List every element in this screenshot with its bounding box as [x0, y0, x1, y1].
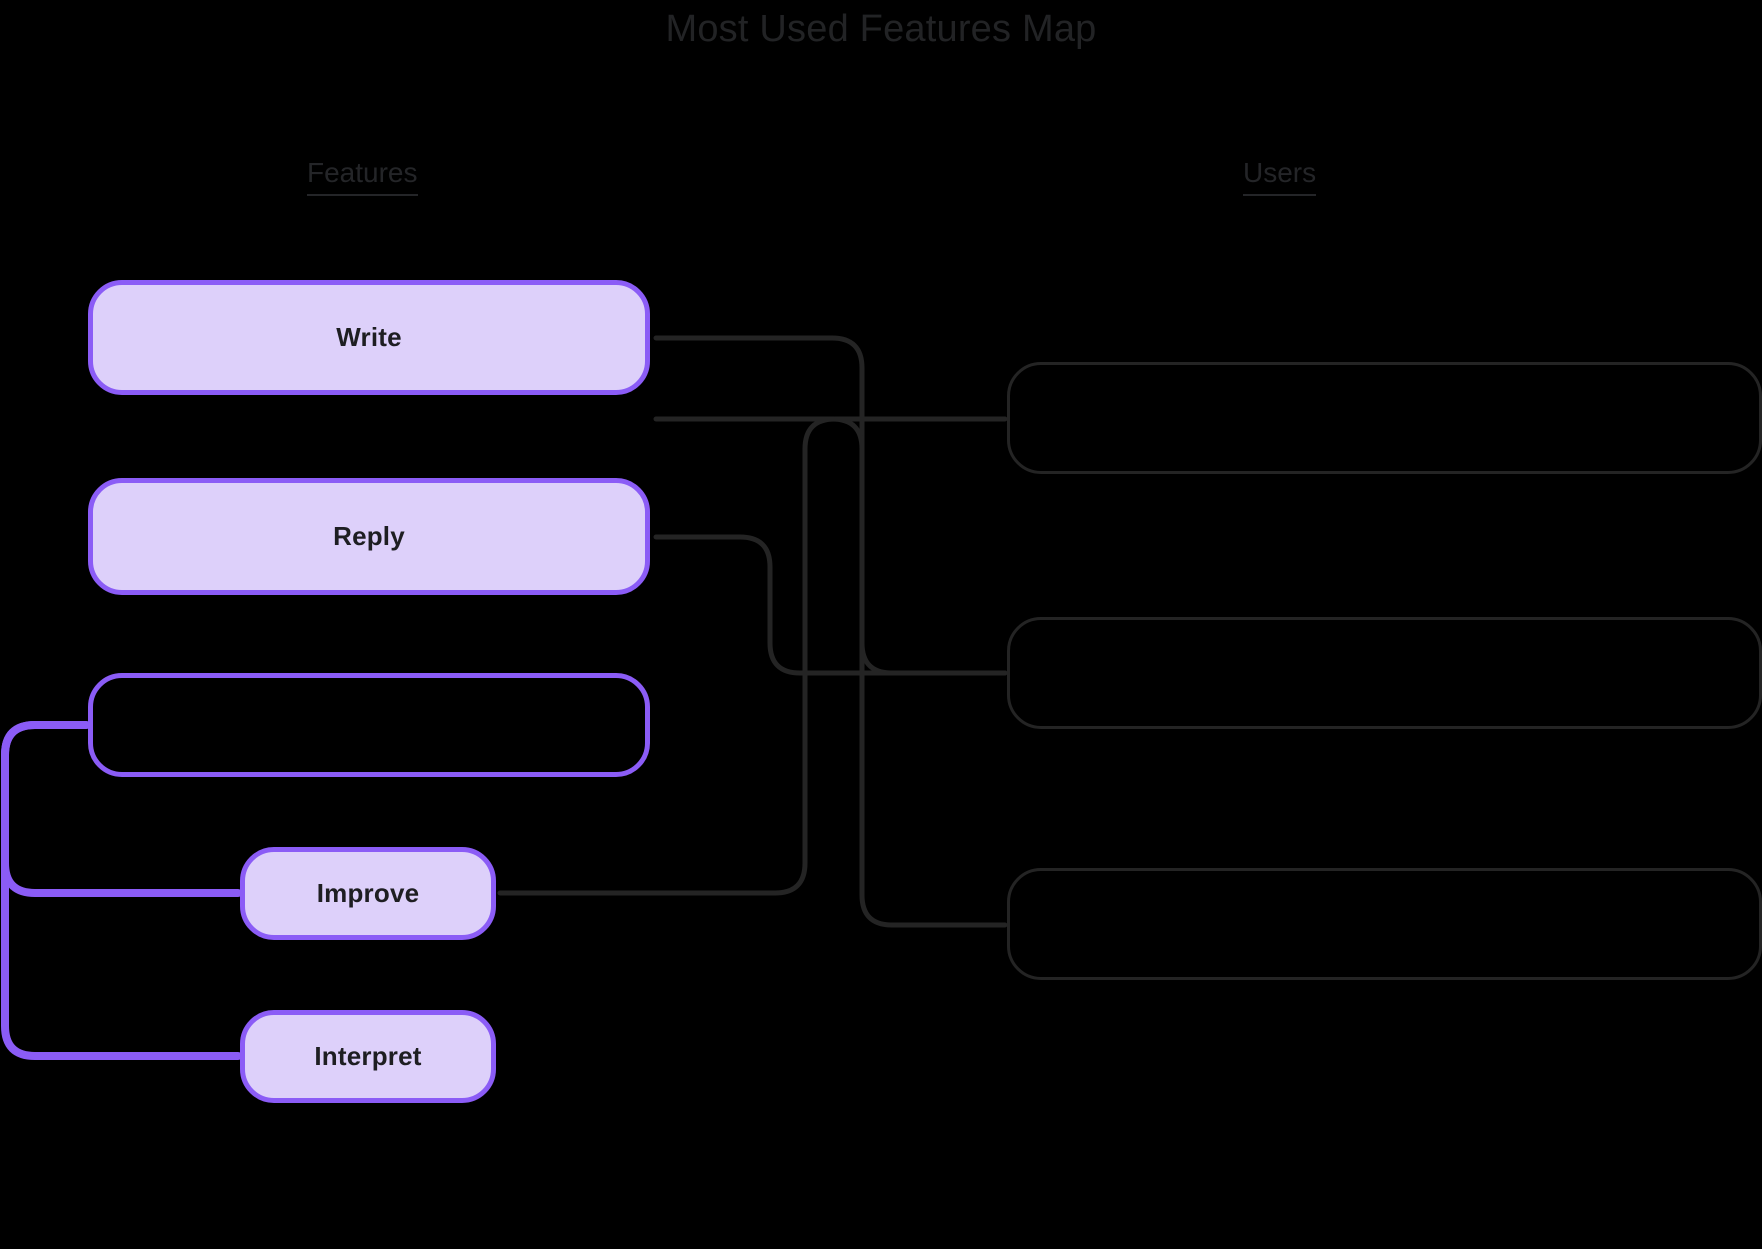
link-unlabeled-to-user3	[653, 416, 1008, 928]
column-header-users: Users	[1243, 157, 1317, 196]
feature-node-write[interactable]: Write	[88, 280, 650, 395]
page-title: Most Used Features Map	[665, 8, 1097, 50]
feature-node-interpret[interactable]: Interpret	[240, 1010, 496, 1103]
feature-node-interpret-label: Interpret	[314, 1041, 422, 1071]
feature-node-reply[interactable]: Reply	[88, 478, 650, 595]
user-node-1[interactable]	[1007, 362, 1762, 474]
column-header-features: Features	[307, 157, 418, 196]
feature-node-reply-label: Reply	[333, 521, 405, 551]
user-node-3[interactable]	[1007, 868, 1762, 980]
feature-node-improve-label: Improve	[316, 878, 420, 908]
link-write-to-user2	[653, 335, 1008, 676]
user-node-2[interactable]	[1007, 617, 1762, 729]
feature-node-write-label: Write	[336, 322, 402, 352]
feature-node-unlabeled[interactable]	[88, 673, 650, 777]
feature-node-improve[interactable]: Improve	[240, 847, 496, 940]
link-reply-to-user1	[653, 534, 1008, 676]
